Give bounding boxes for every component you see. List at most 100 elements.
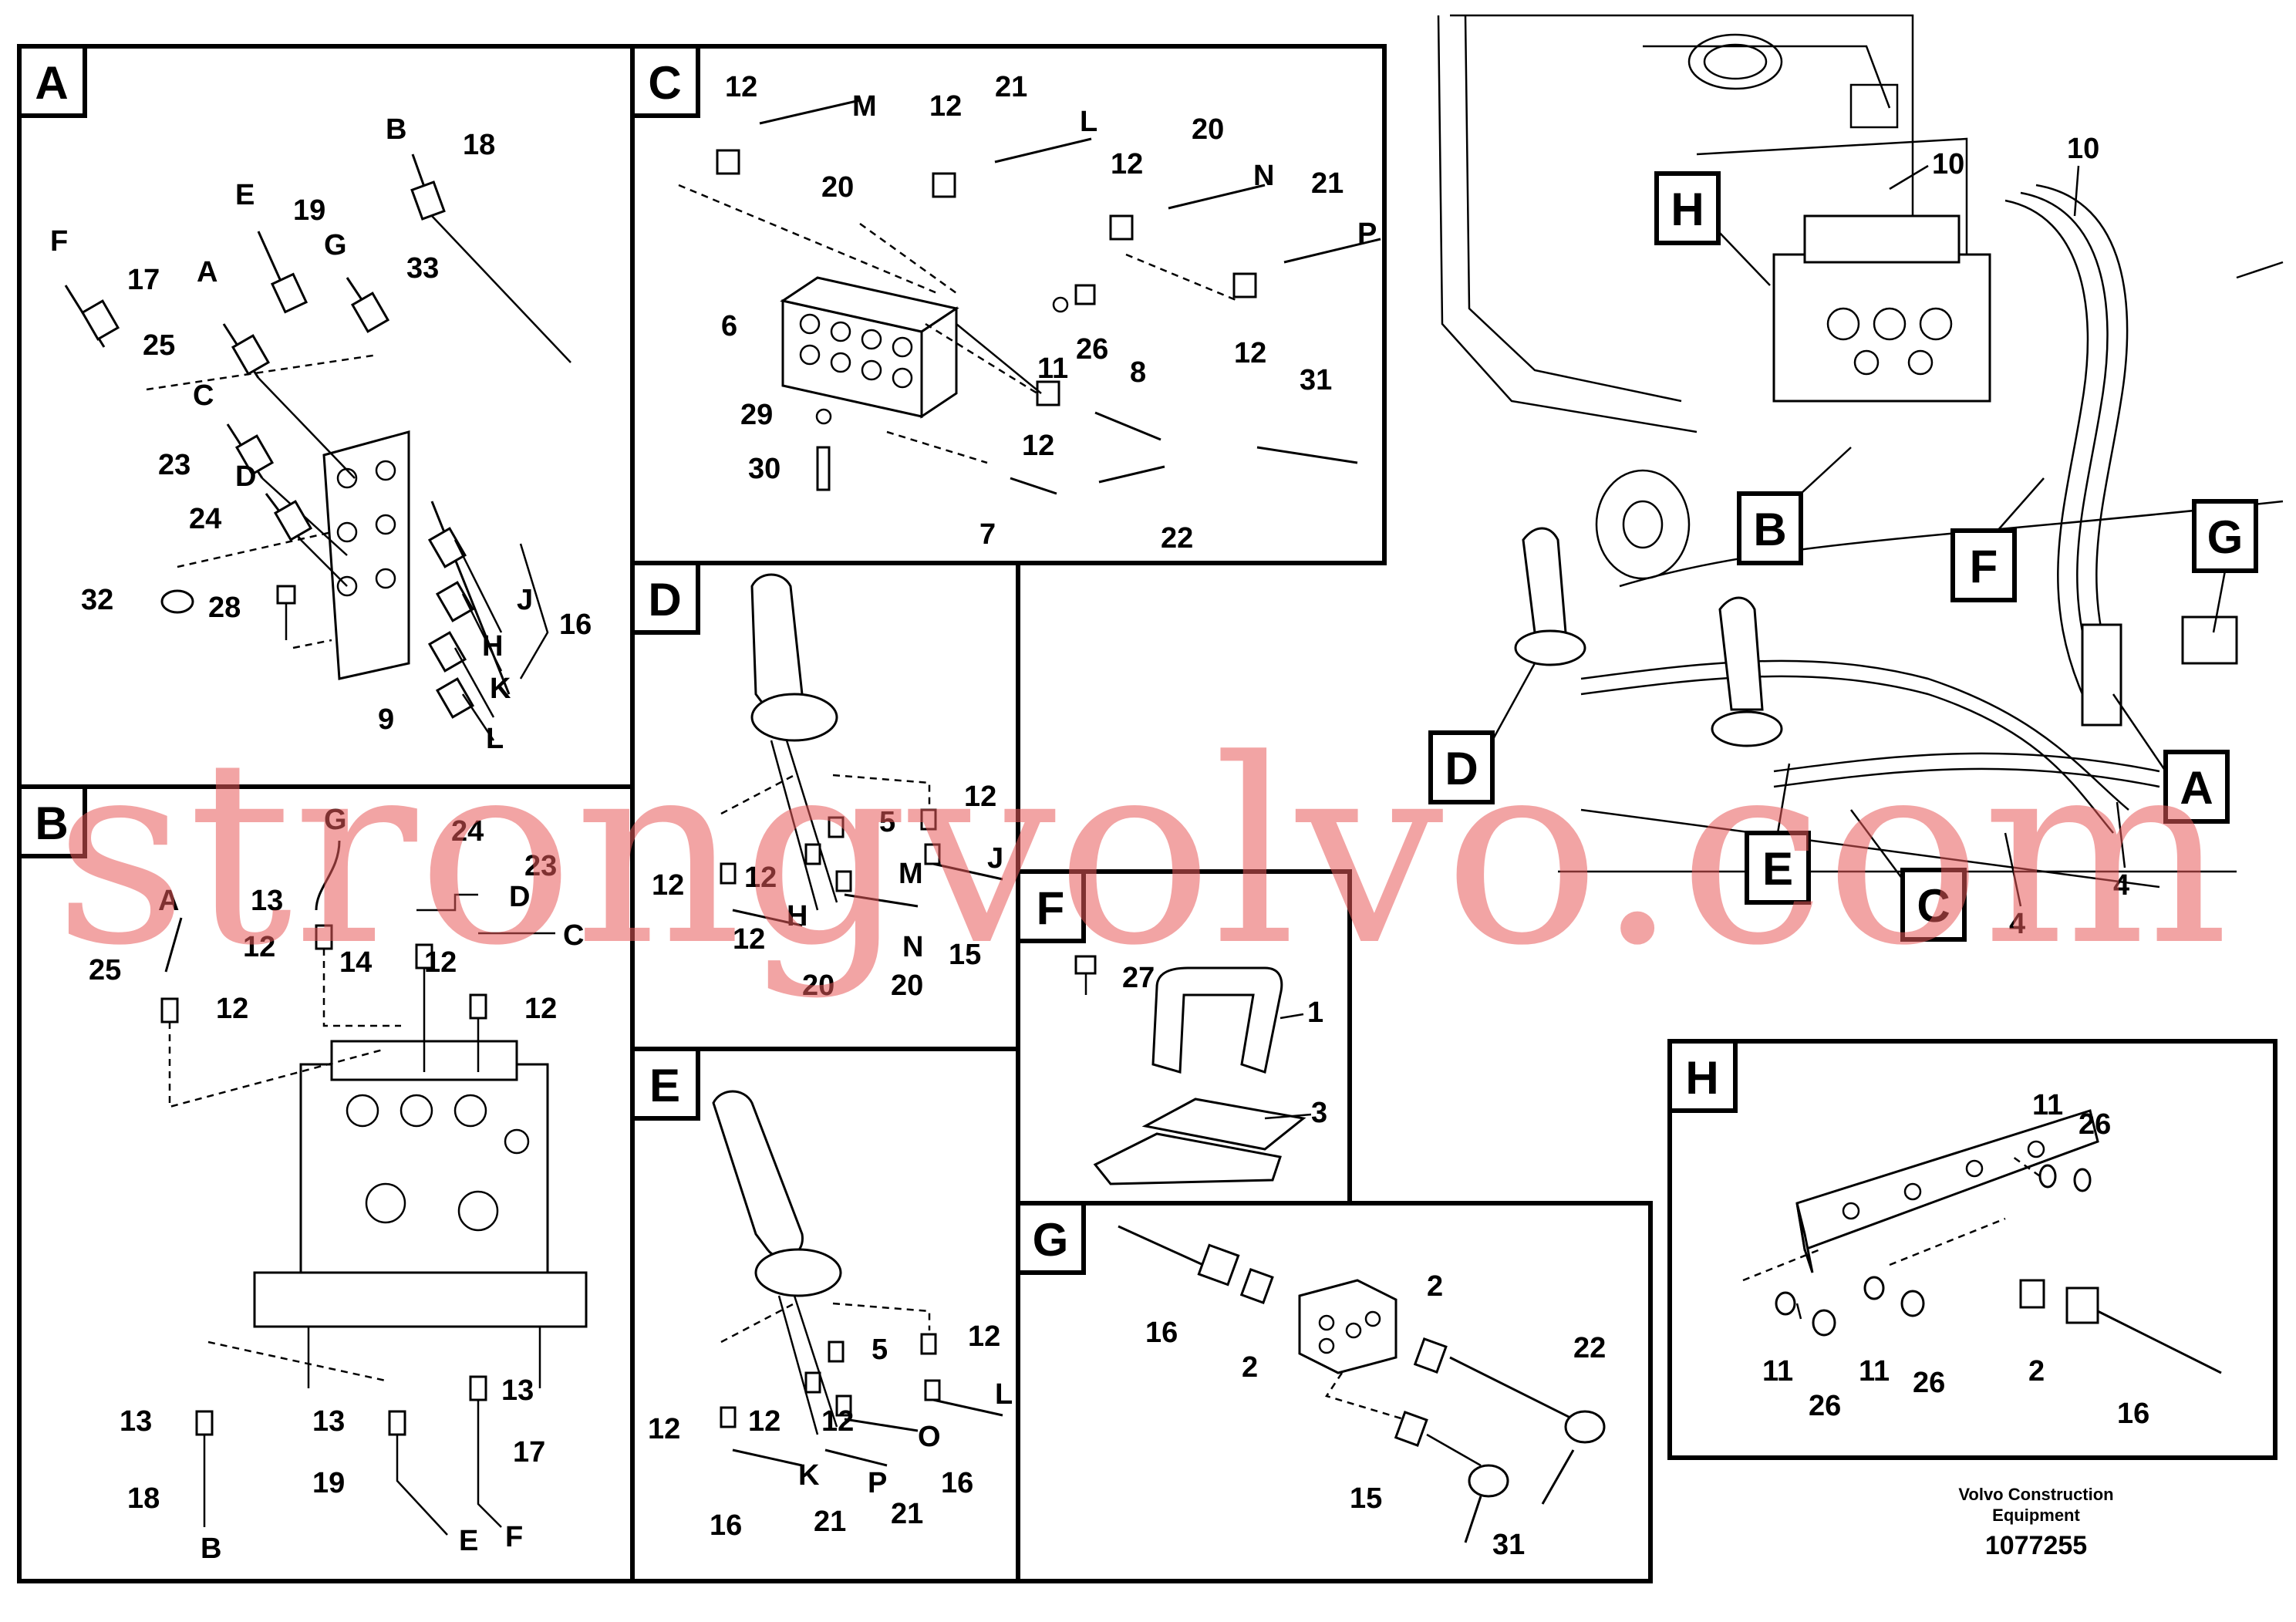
b-let-a: A xyxy=(158,885,179,917)
b-let-f: F xyxy=(505,1521,523,1553)
b-num-18: 18 xyxy=(127,1482,160,1515)
a-let-l: L xyxy=(486,723,504,755)
e-num-21b: 21 xyxy=(891,1498,923,1530)
callout-a-label: A xyxy=(2180,762,2213,814)
e-num-16a: 16 xyxy=(710,1509,742,1542)
g-num-15: 15 xyxy=(1350,1482,1382,1515)
caption-block: Volvo Construction Equipment 1077255 xyxy=(1958,1485,2113,1560)
a-num-19: 19 xyxy=(293,194,325,227)
e-let-l: L xyxy=(995,1378,1013,1411)
b-num-23: 23 xyxy=(524,850,557,882)
ov-num-10b: 10 xyxy=(2067,133,2099,165)
f-num-3: 3 xyxy=(1311,1097,1327,1129)
section-c-label: C xyxy=(648,57,681,109)
c-num-22: 22 xyxy=(1161,522,1193,555)
c-num-31: 31 xyxy=(1300,364,1332,396)
panel-e: E 5 12 12 12 12 16 21 21 16 L O K P xyxy=(630,1047,1020,1583)
panel-a: A 18 19 33 17 25 23 24 xyxy=(17,44,635,789)
callout-c xyxy=(1900,868,1967,942)
callout-b xyxy=(1737,491,1803,565)
b-num-12b: 12 xyxy=(216,993,248,1025)
d-num-20b: 20 xyxy=(891,969,923,1002)
section-g-label: G xyxy=(1033,1214,1069,1266)
callout-h-label: H xyxy=(1671,184,1704,235)
e-num-21a: 21 xyxy=(814,1506,846,1538)
c-num-12b: 12 xyxy=(929,90,962,123)
a-let-g: G xyxy=(324,229,347,261)
c-num-12a: 12 xyxy=(725,71,757,103)
b-num-12c: 12 xyxy=(524,993,557,1025)
panel-b: B 24 23 13 12 12 25 12 14 12 xyxy=(17,784,635,1583)
c-let-p: P xyxy=(1357,218,1377,250)
b-let-g: G xyxy=(324,804,347,836)
a-num-24: 24 xyxy=(189,503,221,535)
b-let-b: B xyxy=(201,1533,221,1565)
overview-illustration xyxy=(1437,14,2284,889)
a-num-23: 23 xyxy=(158,449,190,481)
b-num-25: 25 xyxy=(89,954,121,986)
a-let-f: F xyxy=(50,225,68,258)
h-num-11c: 11 xyxy=(1859,1355,1890,1388)
callout-g xyxy=(2192,499,2258,573)
c-num-29: 29 xyxy=(740,399,773,431)
c-num-30: 30 xyxy=(748,453,781,485)
a-let-k: K xyxy=(490,673,511,705)
b-let-e: E xyxy=(459,1525,478,1557)
b-let-d: D xyxy=(509,881,530,913)
g-num-16: 16 xyxy=(1145,1317,1178,1349)
d-num-12b: 12 xyxy=(744,862,777,894)
h-num-2: 2 xyxy=(2028,1355,2045,1388)
a-num-17: 17 xyxy=(127,264,160,296)
e-num-12d: 12 xyxy=(821,1405,854,1438)
d-num-12a: 12 xyxy=(964,781,996,813)
d-num-12c: 12 xyxy=(652,869,684,902)
d-num-20a: 20 xyxy=(802,969,834,1002)
c-num-20a: 20 xyxy=(821,171,854,204)
overview-callouts: H B F G D E C A 10 10 4 4 xyxy=(1428,133,2258,942)
e-let-p: P xyxy=(868,1467,887,1499)
b-num-13d: 13 xyxy=(312,1405,345,1438)
panel-f: F 27 1 3 xyxy=(1016,869,1352,1206)
section-h-label: H xyxy=(1685,1052,1718,1104)
e-num-12a: 12 xyxy=(968,1320,1000,1353)
e-num-12b: 12 xyxy=(748,1405,781,1438)
h-num-26a: 26 xyxy=(2079,1108,2111,1141)
c-let-n: N xyxy=(1253,160,1274,192)
b-num-17: 17 xyxy=(513,1436,545,1469)
f-num-1: 1 xyxy=(1307,996,1323,1029)
d-let-n: N xyxy=(902,931,923,963)
d-let-h: H xyxy=(787,900,807,932)
c-num-21a: 21 xyxy=(995,71,1027,103)
e-num-5: 5 xyxy=(872,1334,888,1366)
callout-d-label: D xyxy=(1445,743,1478,794)
e-let-o: O xyxy=(918,1421,941,1453)
a-num-32: 32 xyxy=(81,584,113,616)
callout-d xyxy=(1428,730,1495,804)
c-num-21b: 21 xyxy=(1311,167,1344,200)
d-let-m: M xyxy=(899,858,923,890)
b-num-13a: 13 xyxy=(251,885,283,917)
c-num-12d: 12 xyxy=(1234,337,1266,369)
c-num-7: 7 xyxy=(979,518,996,551)
c-num-11: 11 xyxy=(1037,352,1068,385)
c-num-8: 8 xyxy=(1130,356,1146,389)
b-num-24: 24 xyxy=(451,815,484,848)
a-let-b: B xyxy=(386,113,406,146)
b-num-12a: 12 xyxy=(243,931,275,963)
c-let-m: M xyxy=(852,90,877,123)
e-num-12c: 12 xyxy=(648,1413,680,1445)
b-num-13b: 13 xyxy=(501,1374,534,1407)
a-num-28: 28 xyxy=(208,592,241,624)
c-num-26: 26 xyxy=(1076,333,1108,366)
d-num-12d: 12 xyxy=(733,923,765,956)
panel-d: D 5 12 12 12 12 20 20 15 M J H N xyxy=(630,561,1020,1051)
h-num-26c: 26 xyxy=(1913,1367,1945,1399)
c-let-l: L xyxy=(1080,106,1097,138)
callout-g-label: G xyxy=(2207,511,2244,563)
b-num-12d: 12 xyxy=(424,946,457,979)
a-num-33: 33 xyxy=(406,252,439,285)
a-let-h: H xyxy=(482,630,503,663)
callout-h xyxy=(1654,171,1721,245)
h-num-16: 16 xyxy=(2117,1398,2149,1430)
